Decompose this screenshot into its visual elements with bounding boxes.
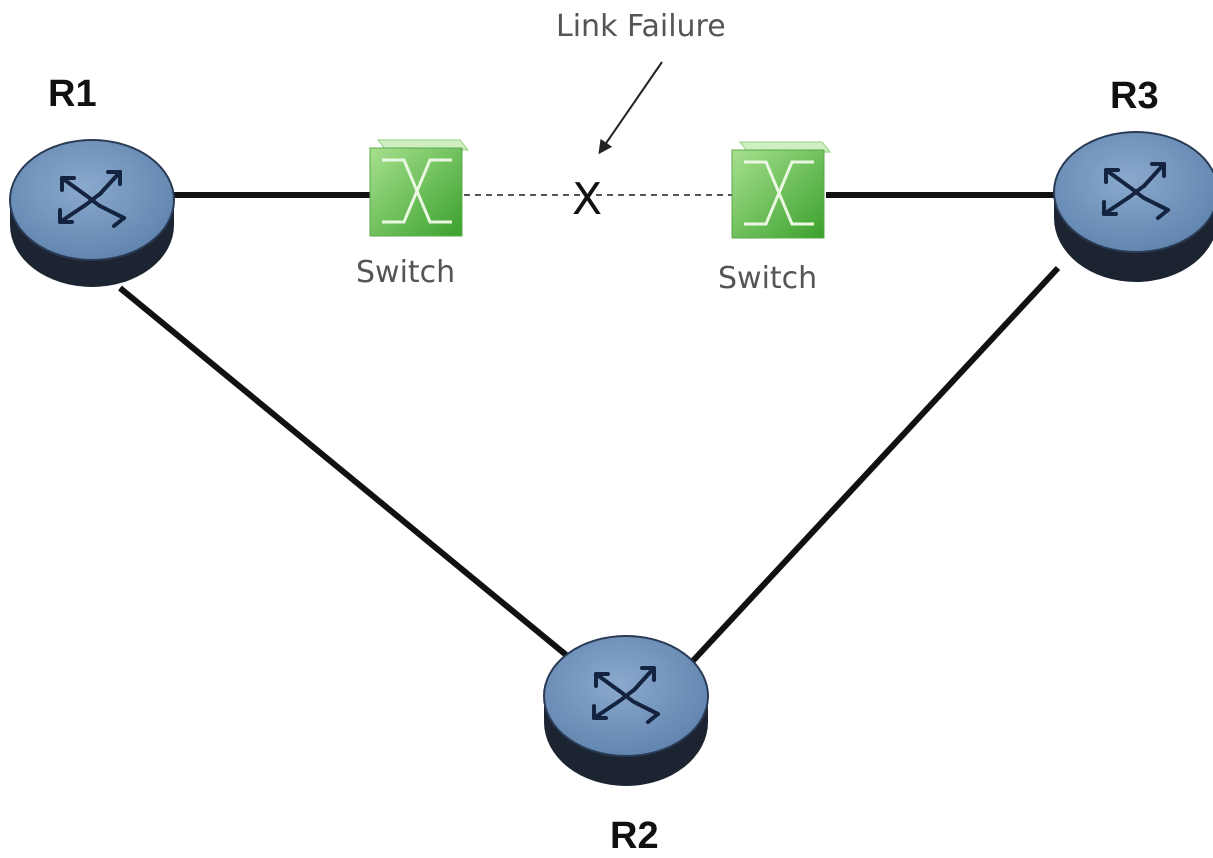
switch-crossover-icon [744,160,814,226]
switch-label-left: Switch [356,255,455,290]
switch-left [369,139,470,237]
router-label-r3: R3 [1110,75,1159,117]
failure-x-mark: X [572,174,602,225]
switch-right [731,141,832,239]
switch-label-right: Switch [718,261,817,296]
annotation-link-failure: Link Failure [556,9,726,44]
link-r1-r2 [118,285,584,671]
router-label-r1: R1 [48,73,97,115]
router-r2 [543,635,709,786]
link-r3-r2 [687,265,1061,667]
router-r1 [9,139,175,287]
router-label-r2: R2 [610,815,659,857]
router-r3 [1053,131,1213,282]
switch-crossover-icon [382,158,452,224]
annotation-pointer-arrow [598,61,663,155]
